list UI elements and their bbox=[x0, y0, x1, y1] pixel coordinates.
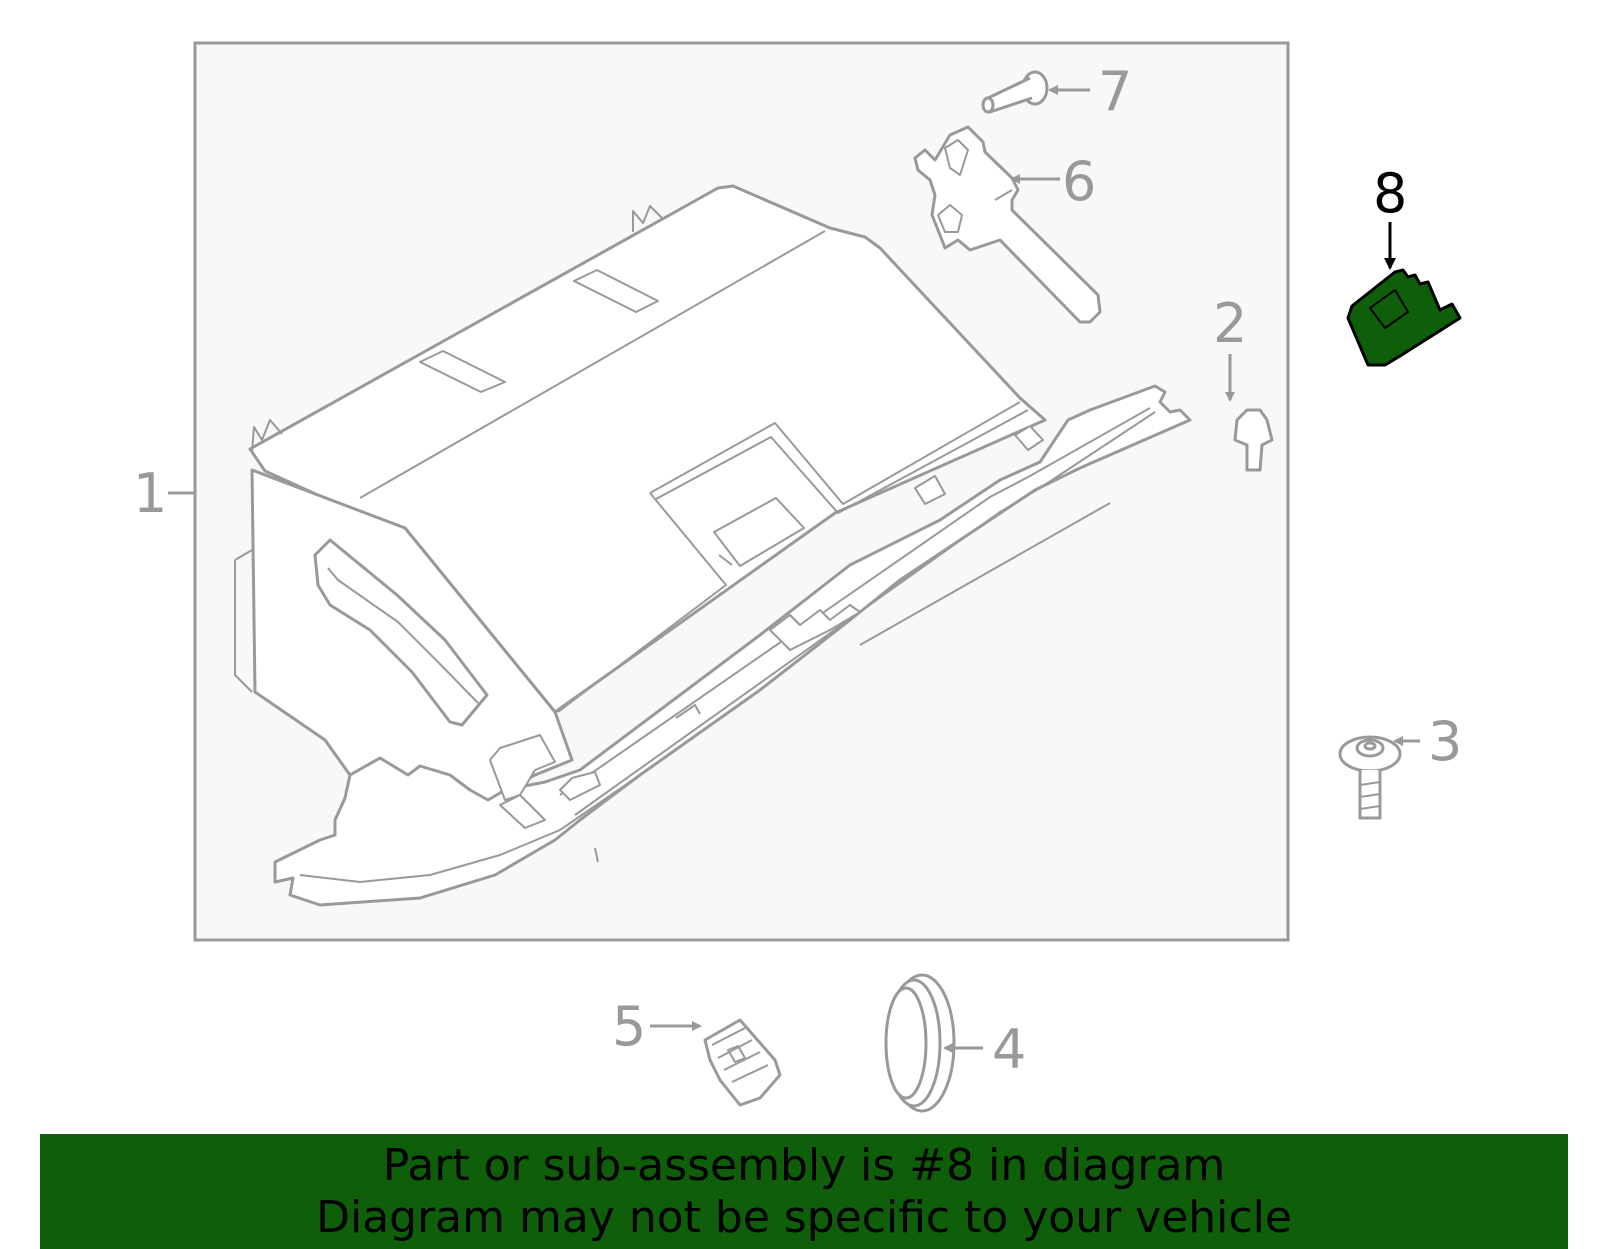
callout-2: 2 bbox=[1213, 292, 1247, 355]
callout-3: 3 bbox=[1428, 710, 1462, 773]
callout-5: 5 bbox=[612, 995, 646, 1058]
callout-6: 6 bbox=[1062, 150, 1096, 213]
callout-7: 7 bbox=[1098, 60, 1132, 123]
glove-box-assembly bbox=[234, 184, 1192, 907]
bumper-stop-part bbox=[1233, 408, 1274, 472]
banner-line-2: Diagram may not be specific to your vehi… bbox=[316, 1191, 1292, 1243]
clip-part bbox=[703, 1018, 782, 1107]
grommet-part bbox=[884, 973, 956, 1113]
callout-8: 8 bbox=[1373, 162, 1407, 225]
hinge-arm-part bbox=[913, 125, 1102, 324]
screw-part bbox=[1338, 735, 1402, 820]
leader-lines bbox=[168, 85, 1420, 1053]
callout-1: 1 bbox=[133, 462, 167, 525]
callout-4: 4 bbox=[992, 1018, 1026, 1081]
info-banner: Part or sub-assembly is #8 in diagram Di… bbox=[40, 1134, 1568, 1249]
bolt-part bbox=[981, 70, 1049, 114]
highlighted-bracket-part bbox=[1346, 268, 1462, 367]
banner-line-1: Part or sub-assembly is #8 in diagram bbox=[382, 1139, 1226, 1191]
